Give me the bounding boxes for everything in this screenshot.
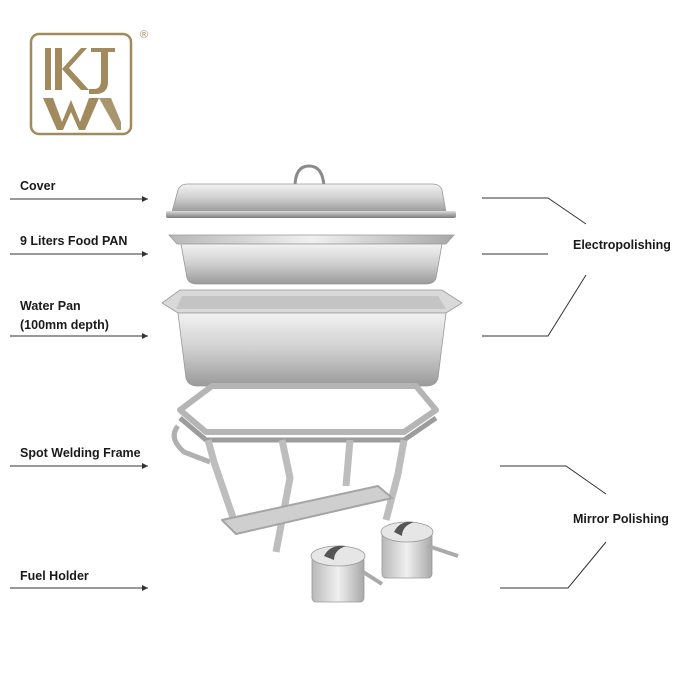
cover-part	[166, 164, 456, 218]
water-pan-part	[161, 289, 463, 387]
label-electropolishing: Electropolishing	[573, 238, 671, 252]
leader-electro-bottom	[482, 274, 587, 337]
label-mirror-polishing: Mirror Polishing	[573, 512, 669, 526]
leader-electro-top	[482, 197, 587, 225]
leader-mirror-top	[500, 465, 607, 495]
label-water-pan: Water Pan	[20, 299, 81, 313]
fuel-holder-part	[310, 521, 459, 603]
food-pan-part	[168, 234, 455, 285]
label-frame: Spot Welding Frame	[20, 446, 141, 460]
label-food-pan: 9 Liters Food PAN	[20, 234, 128, 248]
leader-mirror-bottom	[500, 541, 607, 589]
label-water-pan-depth: (100mm depth)	[20, 318, 109, 332]
registered-mark: ®	[140, 29, 149, 41]
label-cover: Cover	[20, 179, 56, 193]
brand-logo	[29, 32, 133, 136]
frame-part	[171, 383, 439, 553]
label-fuel-holder: Fuel Holder	[20, 569, 89, 583]
